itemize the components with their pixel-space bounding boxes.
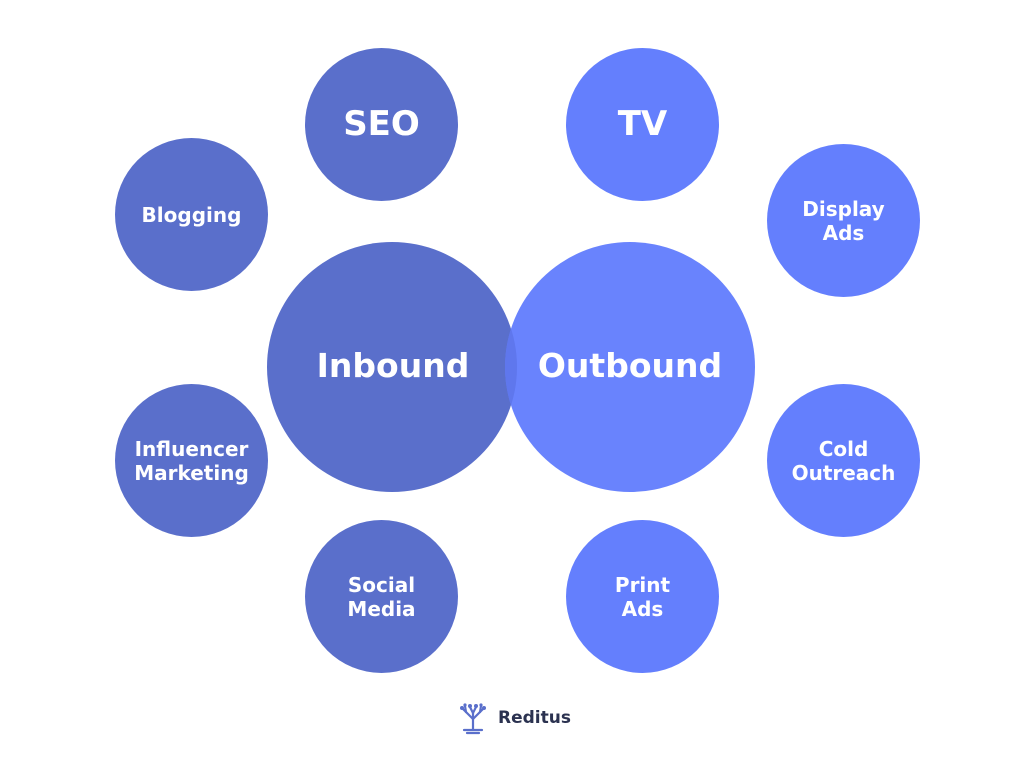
social-media-bubble: Social Media [305,520,458,673]
cold-outreach-label: Cold Outreach [791,436,896,485]
influencer-marketing-label: Influencer Marketing [134,436,249,485]
blogging-bubble: Blogging [115,138,268,291]
print-ads-label: Print Ads [614,572,671,621]
influencer-marketing-bubble: Influencer Marketing [115,384,268,537]
tv-bubble: TV [566,48,719,201]
social-media-label: Social Media [347,572,416,621]
blogging-label: Blogging [141,202,242,227]
reditus-logo: Reditus [456,700,571,736]
tree-icon [456,701,490,735]
cold-outreach-bubble: Cold Outreach [767,384,920,537]
seo-label: SEO [343,104,420,145]
tv-label: TV [617,104,668,145]
display-ads-label: Display Ads [802,196,885,245]
inbound-circle [267,242,517,492]
outbound-circle [505,242,755,492]
seo-bubble: SEO [305,48,458,201]
print-ads-bubble: Print Ads [566,520,719,673]
display-ads-bubble: Display Ads [767,144,920,297]
logo-text: Reditus [498,708,571,728]
